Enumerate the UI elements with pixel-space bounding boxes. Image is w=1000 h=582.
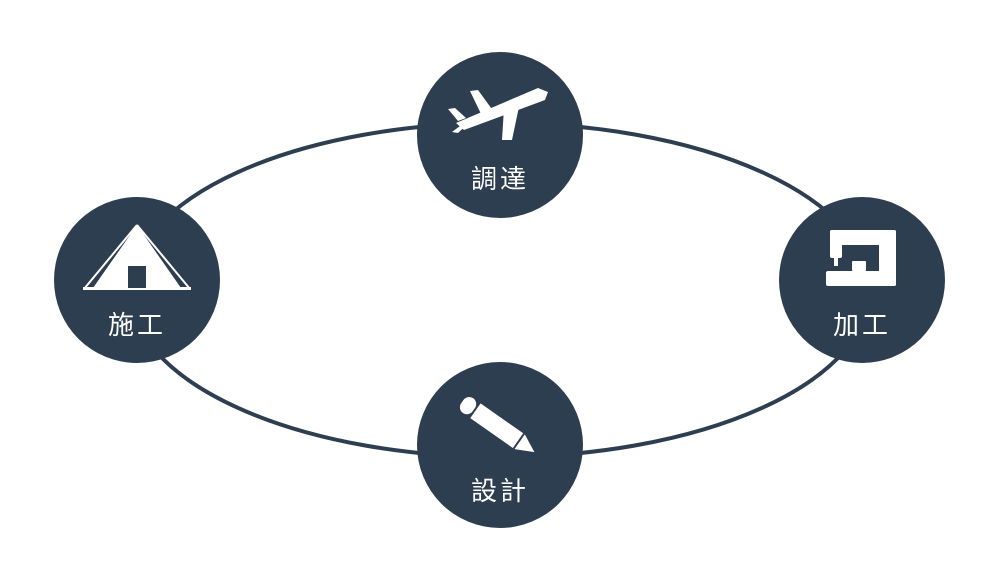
node-design: 設計 — [417, 362, 583, 528]
node-construction-label: 施工 — [108, 311, 166, 341]
node-processing: 加工 — [779, 197, 945, 363]
node-procurement: 調達 — [417, 52, 583, 218]
node-procurement-label: 調達 — [471, 165, 529, 195]
node-construction: 施工 — [54, 197, 220, 363]
tent-icon — [83, 224, 191, 290]
airplane-icon — [448, 88, 548, 140]
node-processing-label: 加工 — [833, 311, 891, 341]
node-design-circle — [417, 362, 583, 528]
node-design-label: 設計 — [471, 477, 529, 507]
pencil-icon — [459, 396, 535, 453]
sewing-machine-icon — [826, 230, 896, 286]
